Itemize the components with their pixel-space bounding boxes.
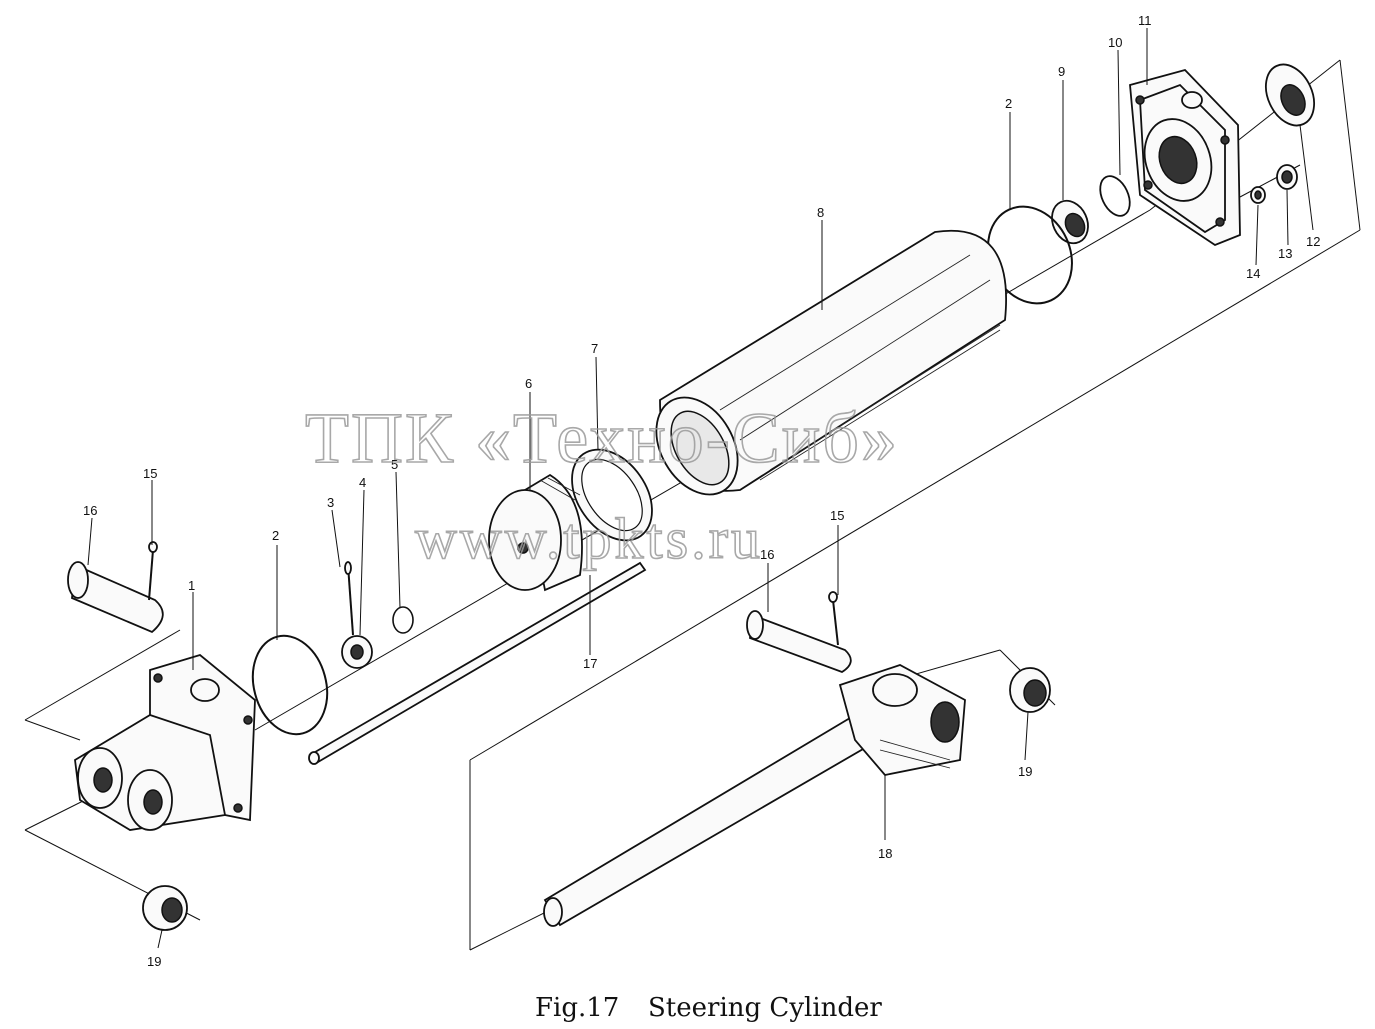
leader-lines bbox=[87, 28, 1314, 949]
part-8-cylinder-barrel bbox=[655, 229, 1007, 496]
part-18-piston-rod bbox=[543, 664, 966, 927]
part-16-pin-left bbox=[67, 561, 164, 634]
watermark-company: ТПК «Техно-Сиб» bbox=[305, 398, 899, 478]
watermark-website: www.tpkts.ru bbox=[415, 506, 763, 571]
part-15-cotter-pin-left bbox=[148, 541, 158, 601]
callout-12: 12 bbox=[1306, 234, 1320, 249]
callout-19-right: 19 bbox=[1018, 764, 1032, 779]
part-15-cotter-pin-right bbox=[828, 591, 839, 646]
callout-10: 10 bbox=[1108, 35, 1122, 50]
part-4-castle-nut bbox=[341, 635, 373, 669]
part-19-bushing-right bbox=[1009, 667, 1051, 713]
callout-8: 8 bbox=[817, 205, 824, 220]
part-14-spring-washer bbox=[1250, 186, 1266, 204]
part-13-nut bbox=[1276, 164, 1298, 190]
part-7-piston-ring bbox=[571, 448, 653, 542]
callout-1: 1 bbox=[188, 578, 195, 593]
part-1-front-head bbox=[74, 654, 256, 831]
callout-16-left: 16 bbox=[83, 503, 97, 518]
callout-2-lower: 2 bbox=[272, 528, 279, 543]
part-19-bushing-left bbox=[142, 885, 188, 931]
callout-17: 17 bbox=[583, 656, 597, 671]
callout-7: 7 bbox=[591, 341, 598, 356]
callout-6: 6 bbox=[525, 376, 532, 391]
callout-13: 13 bbox=[1278, 246, 1292, 261]
part-9-seal bbox=[1051, 199, 1089, 245]
part-11-end-cap bbox=[1129, 68, 1241, 247]
callout-19-left: 19 bbox=[147, 954, 161, 969]
caption-title: Steering Cylinder bbox=[648, 993, 882, 1023]
callout-18: 18 bbox=[878, 846, 892, 861]
callout-15-left: 15 bbox=[143, 466, 157, 481]
part-17-rod bbox=[308, 561, 647, 765]
callout-14: 14 bbox=[1246, 266, 1260, 281]
callout-16-right: 16 bbox=[760, 547, 774, 562]
figure-caption: Fig.17 Steering Cylinder bbox=[535, 993, 882, 1023]
part-6-piston bbox=[488, 473, 583, 592]
part-16-pin-right bbox=[746, 610, 852, 673]
caption-figure-number: Fig.17 bbox=[535, 993, 619, 1023]
watermark: ТПК «Техно-Сиб» www.tpkts.ru bbox=[304, 397, 899, 572]
callout-9: 9 bbox=[1058, 64, 1065, 79]
part-2-o-ring-lower bbox=[251, 634, 329, 736]
part-12-flat-washer bbox=[1265, 63, 1315, 127]
callout-labels: 1 2 3 4 5 6 7 8 2 9 10 11 12 13 14 15 16… bbox=[83, 13, 1320, 969]
part-5-small-o-ring bbox=[392, 606, 414, 634]
callout-15-right: 15 bbox=[830, 508, 844, 523]
callout-5: 5 bbox=[391, 457, 398, 472]
callout-4: 4 bbox=[359, 475, 366, 490]
callout-3: 3 bbox=[327, 495, 334, 510]
part-10-o-ring bbox=[1099, 175, 1131, 217]
part-3-cotter-pin bbox=[344, 561, 354, 636]
callout-11: 11 bbox=[1138, 13, 1152, 28]
callout-2-upper: 2 bbox=[1005, 96, 1012, 111]
